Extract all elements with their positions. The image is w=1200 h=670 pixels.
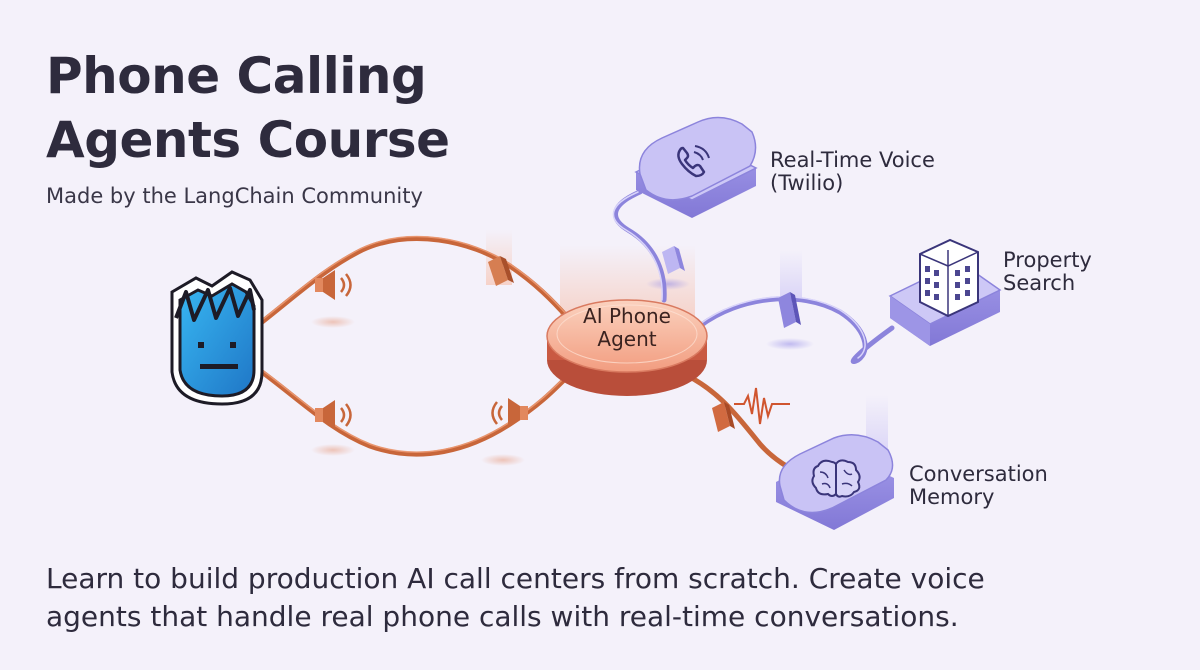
page-subtitle: Made by the LangChain Community [46,184,423,208]
glow [780,250,802,300]
waveform-icon [734,387,790,425]
shadow [481,454,525,466]
data-paths [613,189,895,364]
description-line-1: Learn to build production AI call center… [46,562,985,595]
data-paths-highlight [612,191,866,359]
hub-label-line-1: AI Phone [583,304,671,328]
packet [662,246,685,274]
speaker-icon [491,398,528,428]
description-line-2: agents that handle real phone calls with… [46,600,959,633]
audio-paths-highlight [261,235,569,453]
voice-node [634,116,758,218]
packet [488,256,514,286]
title-line-2: Agents Course [46,111,450,169]
audio-paths [259,236,813,481]
page-title: Phone Calling Agents Course [46,44,450,172]
hub-disc [546,299,708,396]
brain-icon [811,459,861,498]
packet [712,402,735,432]
voice-label-line-1: Real-Time Voice [770,148,935,172]
hub-label-line-2: Agent [597,327,657,351]
memory-node-label: Conversation Memory [909,463,1048,509]
memory-label-line-1: Conversation [909,462,1048,486]
property-label-line-2: Search [1003,271,1076,295]
voice-node-label: Real-Time Voice (Twilio) [770,149,935,195]
phone-icon [677,145,710,178]
speaker-icon [315,270,352,300]
path-user-to-hub-bottom [259,369,569,457]
path-user-to-hub-top [259,236,571,325]
langchain-mascot-icon [170,270,264,406]
property-node-label: Property Search [1003,249,1092,295]
voice-label-line-2: (Twilio) [770,171,844,195]
path-hub-to-voice [613,189,667,303]
packet [778,292,801,328]
shadow [311,444,355,456]
memory-label-line-2: Memory [909,485,995,509]
building-icon [919,238,979,318]
path-hub-to-property [697,296,895,364]
course-description: Learn to build production AI call center… [46,560,1146,636]
property-label-line-1: Property [1003,248,1092,272]
speaker-icon [315,400,352,430]
title-line-1: Phone Calling [46,47,427,105]
shadow [311,316,355,328]
shadow [646,278,690,290]
hub-label: AI Phone Agent [552,305,702,351]
shadow [766,338,814,350]
